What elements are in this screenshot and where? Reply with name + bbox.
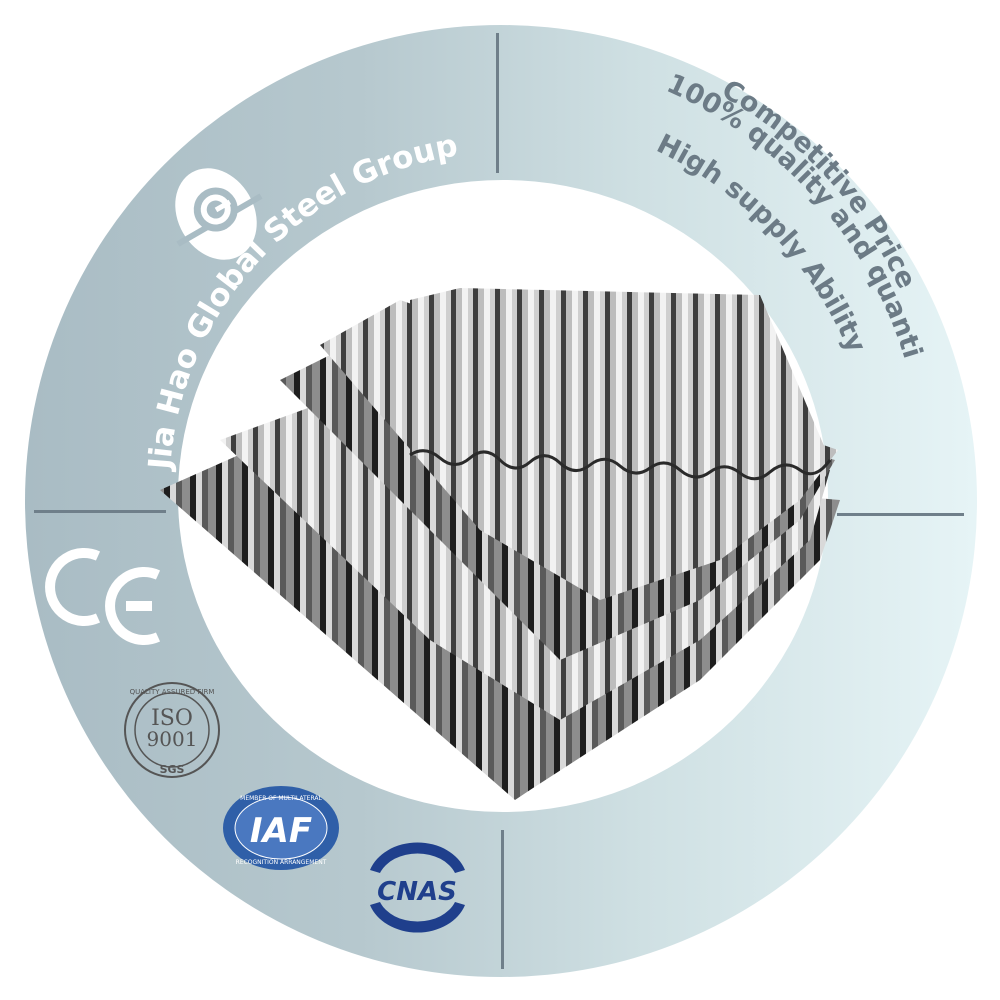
svg-text:SGS: SGS (160, 763, 185, 776)
divider-right (837, 513, 964, 516)
iaf-badge-icon: IAF MEMBER OF MULTILATERAL RECOGNITION A… (223, 786, 339, 870)
ce-mark-icon (45, 548, 161, 645)
cnas-badge-icon: CNAS (370, 842, 465, 933)
divider-left (34, 510, 166, 513)
svg-text:9001: 9001 (147, 727, 198, 751)
divider-bottom (501, 830, 504, 969)
svg-text:MEMBER OF MULTILATERAL: MEMBER OF MULTILATERAL (240, 795, 322, 802)
iso-9001-seal-icon: ISO 9001 SGS QUALITY ASSURED FIRM (124, 682, 220, 778)
svg-text:IAF: IAF (250, 811, 312, 851)
jia-hao-logo-icon (175, 168, 263, 260)
svg-text:RECOGNITION ARRANGEMENT: RECOGNITION ARRANGEMENT (236, 859, 327, 866)
svg-text:CNAS: CNAS (377, 877, 457, 907)
divider-top (496, 33, 499, 173)
steel-sheets-image (160, 288, 840, 800)
svg-text:ISO: ISO (151, 706, 193, 731)
svg-text:QUALITY ASSURED FIRM: QUALITY ASSURED FIRM (130, 688, 215, 696)
